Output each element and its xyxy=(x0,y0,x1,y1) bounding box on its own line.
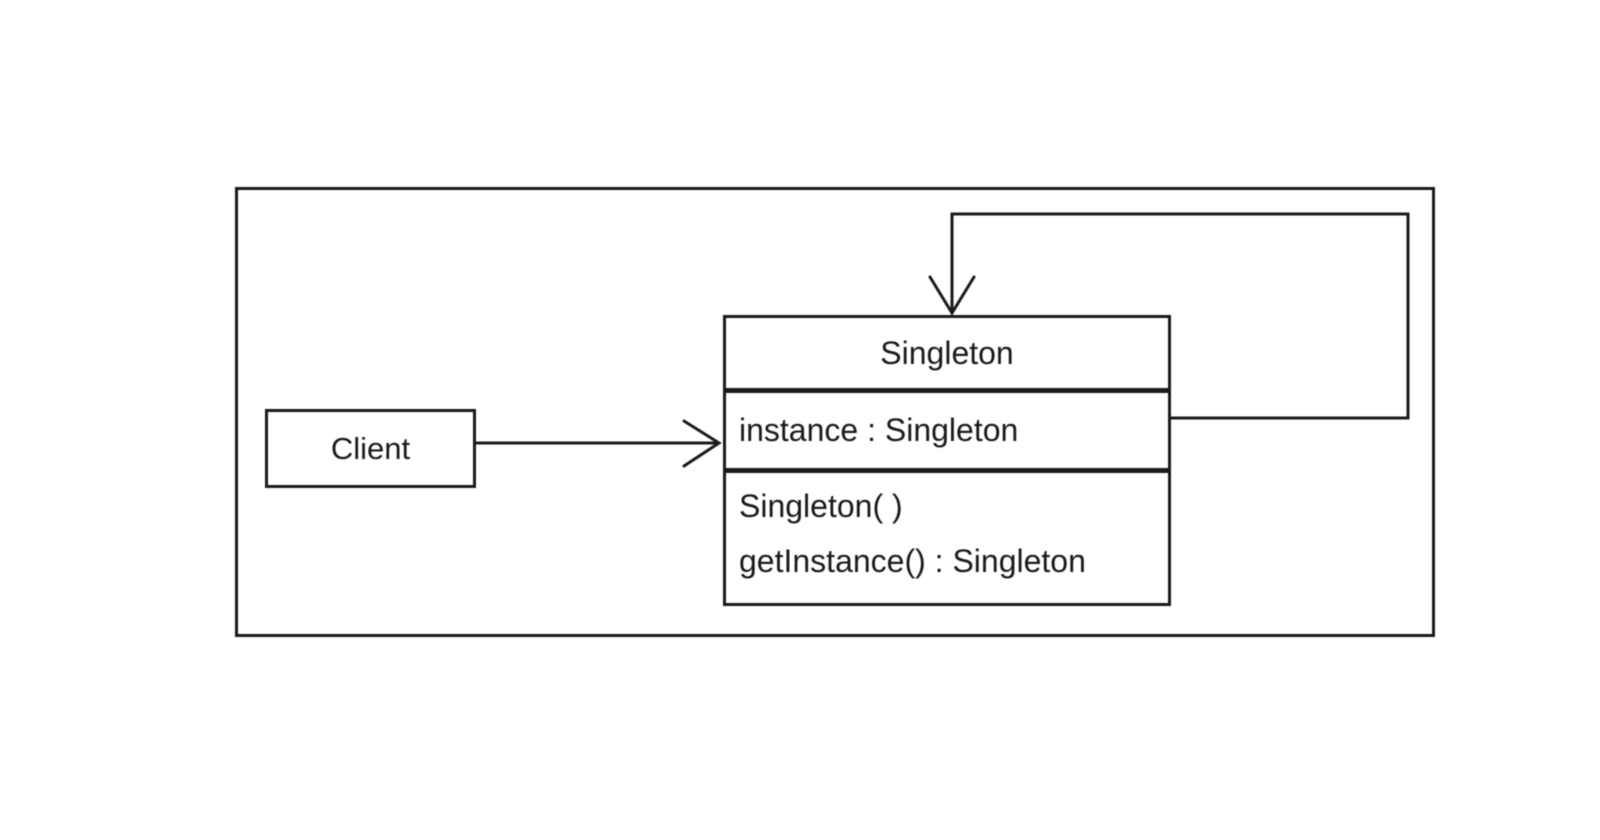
diagram-boundary-frame xyxy=(235,187,1435,637)
singleton-attributes-compartment: instance : Singleton xyxy=(726,393,1168,473)
singleton-getinstance-method: getInstance() : Singleton xyxy=(739,543,1086,579)
singleton-title-compartment: Singleton xyxy=(726,318,1168,393)
singleton-methods-compartment: Singleton( ) getInstance() : Singleton xyxy=(726,473,1168,603)
singleton-class-box: Singleton instance : Singleton Singleton… xyxy=(723,315,1171,606)
singleton-class-name: Singleton xyxy=(880,334,1014,371)
singleton-attribute: instance : Singleton xyxy=(739,412,1019,448)
client-class-box: Client xyxy=(265,409,476,488)
singleton-constructor-method: Singleton( ) xyxy=(739,488,903,524)
client-class-label: Client xyxy=(330,430,411,466)
